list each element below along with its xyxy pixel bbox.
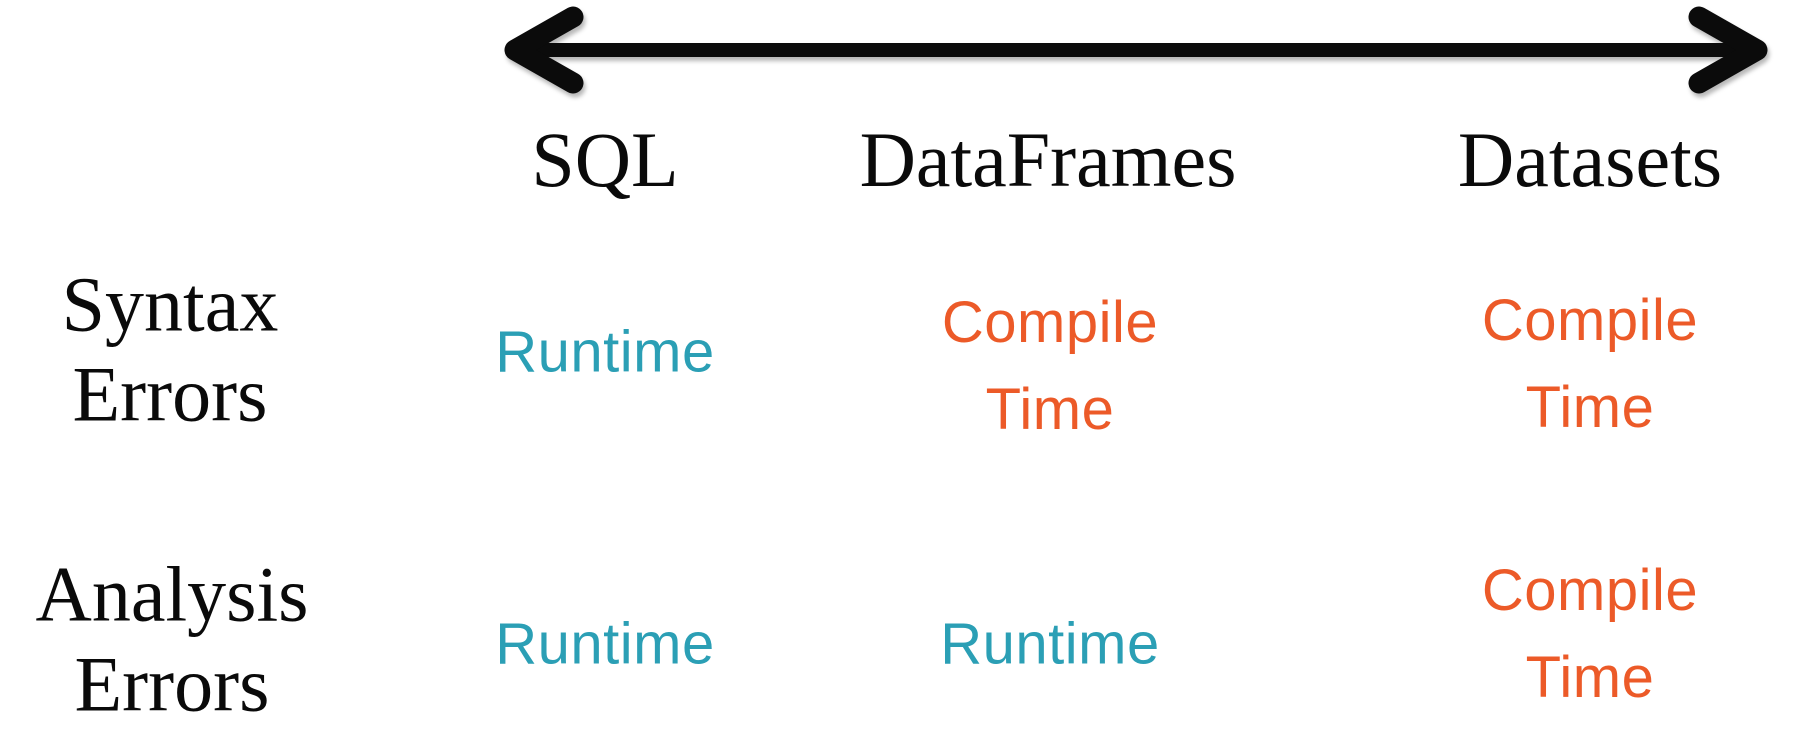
spectrum-arrow-icon [504,6,1768,94]
cell-text-line: Compile [1481,288,1699,353]
cell-syntax-dataframes: Compile Time [942,279,1158,453]
row-label-analysis-errors: Analysis Errors [36,550,309,731]
column-header-datasets: Datasets [1457,115,1723,203]
cell-text-line: Compile [941,290,1159,355]
row-label-line: Errors [74,641,270,728]
cell-text-line: Time [1525,375,1655,440]
cell-syntax-sql: Runtime [495,309,714,396]
row-label-line: Errors [72,351,268,438]
cell-text-line: Runtime [940,611,1160,677]
column-header-sql: SQL [531,115,679,203]
cell-syntax-datasets: Compile Time [1482,277,1698,451]
cell-analysis-sql: Runtime [495,601,714,688]
column-header-dataframes: DataFrames [859,115,1237,203]
arrow-left-head [504,6,584,94]
cell-text-line: Time [1525,645,1655,710]
row-label-line: Analysis [35,550,309,638]
cell-analysis-dataframes: Runtime [940,601,1159,688]
row-label-line: Syntax [61,260,279,348]
cell-text-line: Compile [1481,558,1699,623]
arrow-right-head [1688,6,1768,94]
cell-text-line: Runtime [495,611,715,677]
cell-text-line: Time [985,377,1115,442]
cell-text-line: Runtime [495,319,715,385]
cell-analysis-datasets: Compile Time [1482,547,1698,721]
row-label-syntax-errors: Syntax Errors [62,260,279,441]
